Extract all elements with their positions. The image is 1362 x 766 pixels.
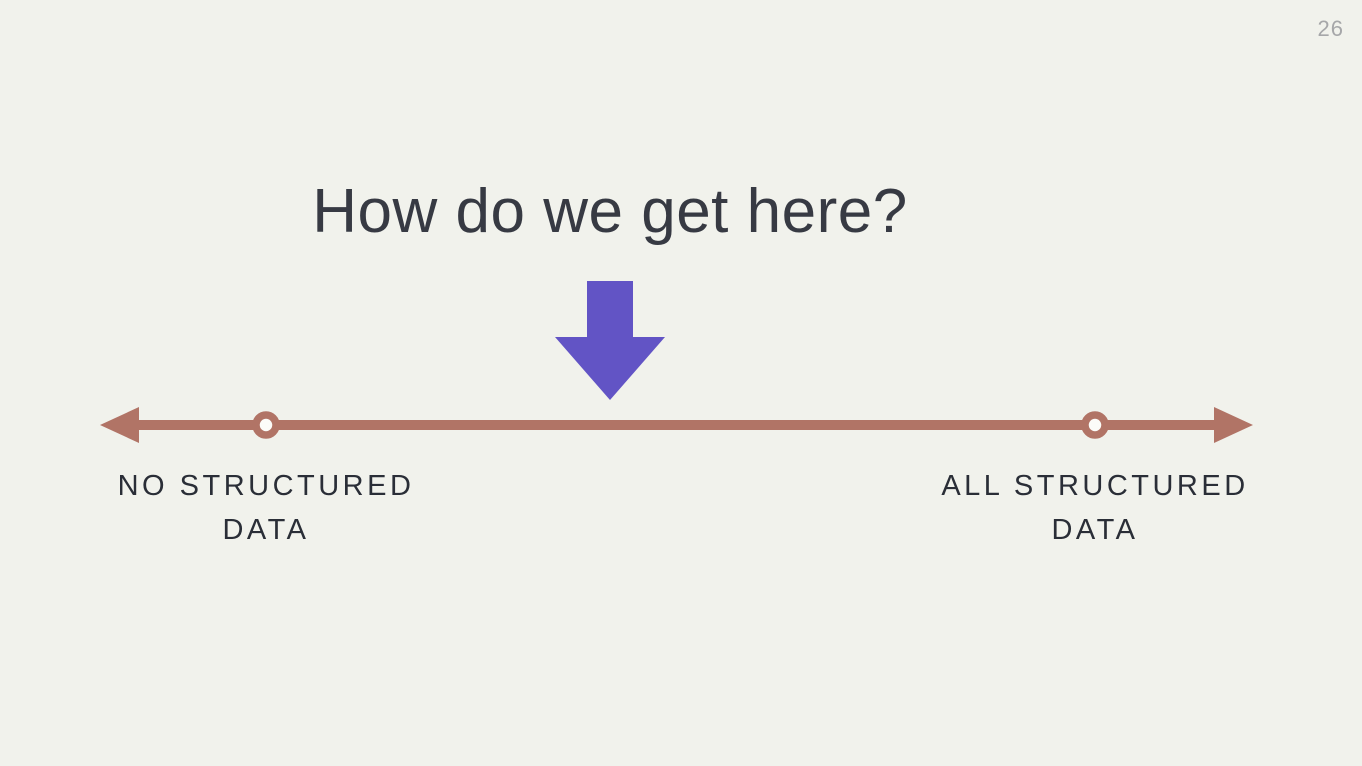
right-endpoint-label-line1: ALL STRUCTURED — [941, 470, 1249, 502]
down-arrow-shape — [555, 281, 665, 400]
down-arrow-icon — [555, 281, 665, 400]
spectrum-line — [133, 420, 1218, 430]
page-number: 26 — [1317, 16, 1344, 41]
slide-title: How do we get here? — [312, 177, 908, 246]
left-endpoint-label-line2: DATA — [222, 514, 310, 546]
right-endpoint-label: ALL STRUCTURED DATA — [895, 464, 1295, 552]
left-endpoint-label-line1: NO STRUCTURED — [117, 470, 415, 502]
left-endpoint-label: NO STRUCTURED DATA — [66, 464, 466, 552]
right-endpoint-label-line2: DATA — [1051, 514, 1139, 546]
left-ring-marker-icon — [252, 411, 280, 439]
arrowhead-left-icon — [100, 407, 139, 443]
spectrum-axis — [100, 407, 1253, 443]
right-ring-marker-icon — [1081, 411, 1109, 439]
arrowhead-right-icon — [1214, 407, 1253, 443]
